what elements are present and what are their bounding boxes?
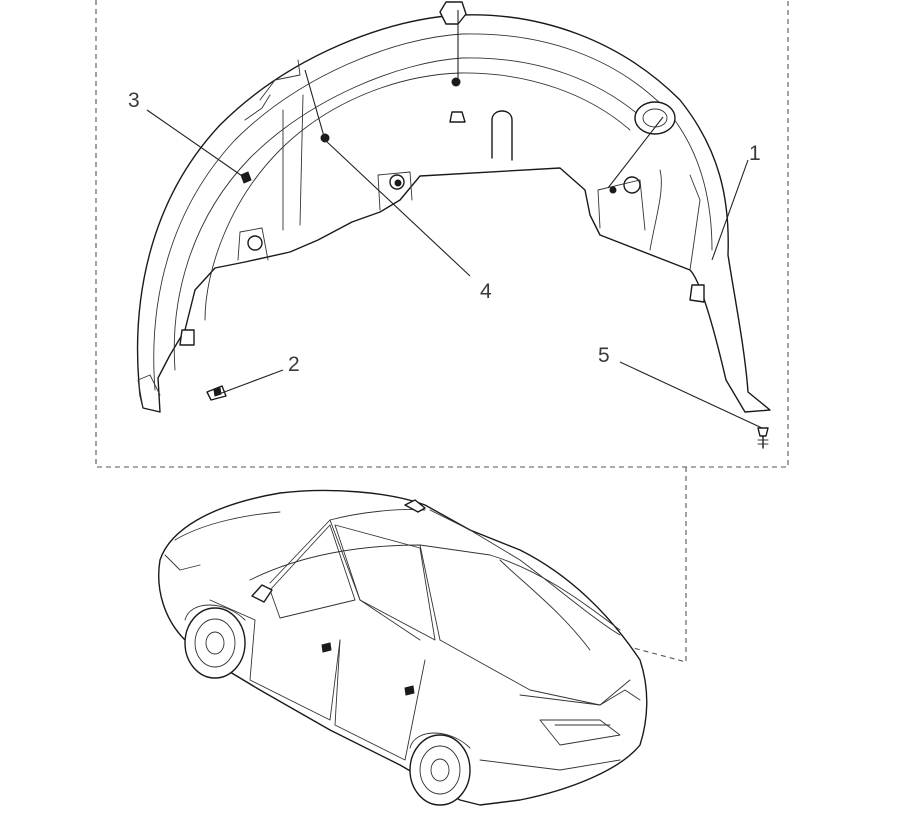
callout-1: 1 xyxy=(749,142,761,165)
sedan-illustration xyxy=(158,489,648,806)
callout-labels: 1 2 3 4 5 xyxy=(128,89,761,376)
fasteners xyxy=(206,77,769,449)
callout-4: 4 xyxy=(480,280,492,303)
callout-2: 2 xyxy=(288,353,300,376)
detail-frame xyxy=(95,0,789,663)
leader-lines xyxy=(146,10,763,429)
callout-5: 5 xyxy=(598,344,610,367)
wheel-arch-liner xyxy=(136,1,771,413)
callout-3: 3 xyxy=(128,89,140,112)
